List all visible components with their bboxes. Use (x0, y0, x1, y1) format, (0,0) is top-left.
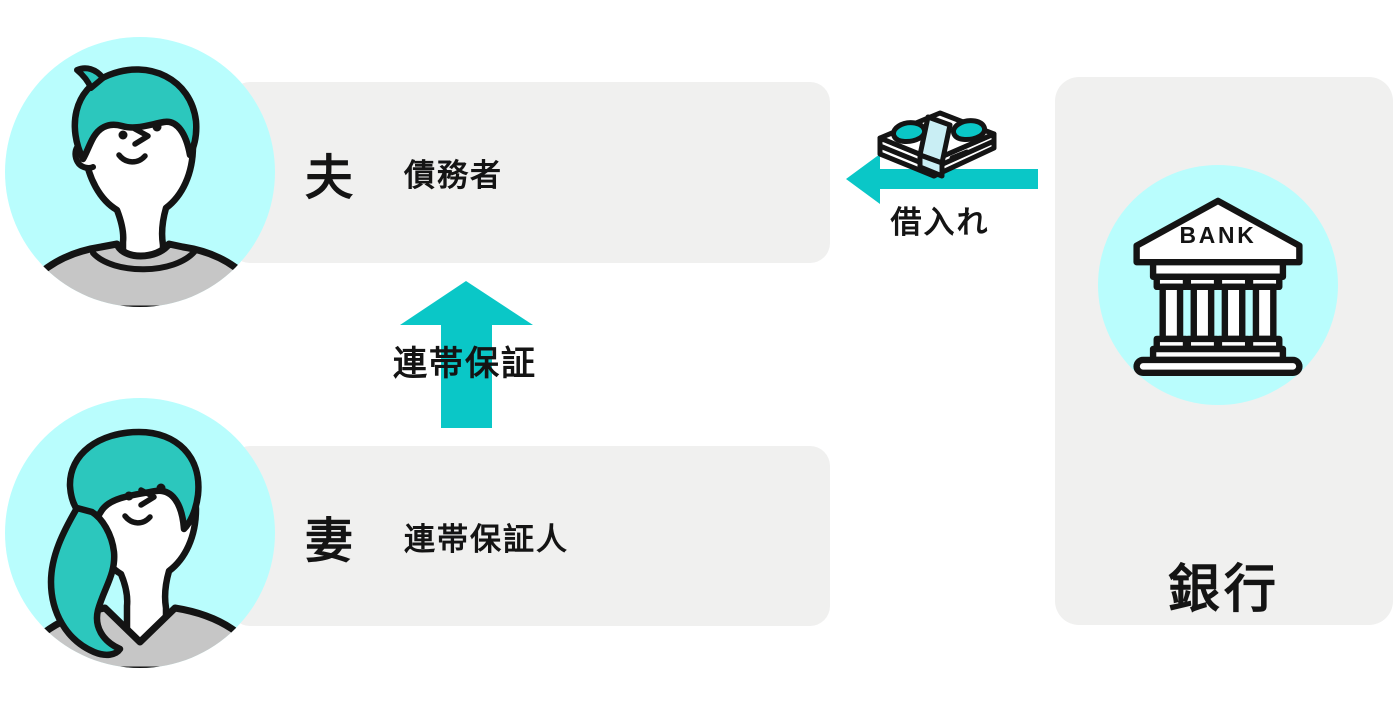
bank-card: BANK 銀行 (1055, 77, 1393, 625)
bank-circle: BANK (1098, 165, 1338, 405)
wife-name-label: 妻 (305, 515, 355, 568)
wife-bar: 妻 連帯保証人 (230, 446, 830, 626)
husband-name-label: 夫 (305, 151, 355, 205)
guarantee-arrow-label: 連帯保証 (393, 345, 537, 383)
husband-bar: 夫 債務者 (230, 82, 830, 263)
bank-sign-text: BANK (1180, 222, 1257, 248)
husband-avatar-icon (5, 37, 275, 307)
borrow-arrow (846, 154, 1038, 204)
borrow-arrow-label: 借入れ (890, 205, 990, 240)
bank-building-icon: BANK (1133, 197, 1303, 376)
guarantee-arrow (400, 281, 533, 428)
money-icon (872, 106, 1002, 199)
husband-role-label: 債務者 (404, 158, 504, 193)
wife-avatar-icon (5, 398, 275, 668)
wife-role-label: 連帯保証人 (404, 521, 570, 557)
bank-name-label: 銀行 (1167, 561, 1280, 619)
